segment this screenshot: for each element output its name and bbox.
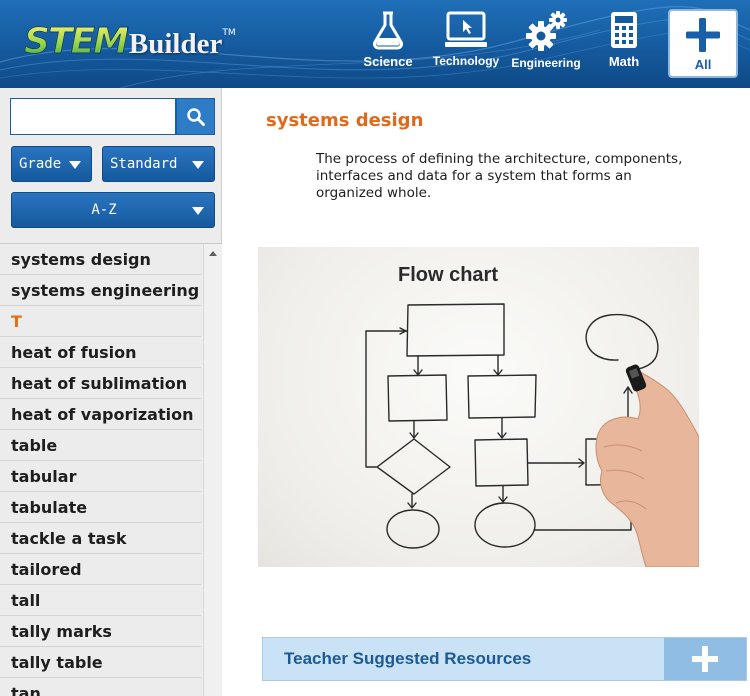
calculator-icon	[611, 12, 637, 48]
nav-science[interactable]: Science	[356, 10, 420, 76]
term-list-item[interactable]: table	[0, 430, 201, 461]
term-list-item[interactable]: systems design	[0, 244, 201, 275]
main-content: systems design The process of defining t…	[223, 88, 750, 696]
term-list-item[interactable]: heat of sublimation	[0, 368, 201, 399]
term-list-item[interactable]: systems engineering	[0, 275, 201, 306]
nav-all-label: All	[694, 57, 712, 72]
nav-technology[interactable]: Technology	[428, 10, 504, 76]
stem-builder-logo[interactable]: STEM Builder TM	[24, 18, 236, 62]
nav-math-label: Math	[608, 54, 640, 69]
term-list-item[interactable]: heat of vaporization	[0, 399, 201, 430]
term-list-item[interactable]: tally marks	[0, 616, 201, 647]
term-list-item[interactable]: tackle a task	[0, 523, 201, 554]
plus-icon	[692, 646, 718, 672]
plus-icon	[686, 18, 720, 52]
flowchart-drawing	[365, 303, 699, 567]
teacher-resources-panel[interactable]: Teacher Suggested Resources	[262, 637, 747, 681]
term-list-item[interactable]: tabulate	[0, 492, 201, 523]
nav-technology-label: Technology	[432, 54, 500, 68]
chevron-down-icon	[69, 161, 81, 169]
chevron-down-icon	[192, 207, 204, 215]
search-button[interactable]	[176, 98, 215, 135]
sort-dropdown-label: A-Z	[91, 202, 117, 218]
term-list-scrollbar[interactable]	[203, 244, 222, 696]
search-icon	[186, 107, 205, 126]
standard-dropdown[interactable]: Standard	[102, 146, 215, 182]
nav-science-label: Science	[363, 54, 413, 69]
logo-stem-text: STEM	[24, 21, 130, 62]
chevron-down-icon	[192, 161, 204, 169]
logo-builder-text: Builder	[128, 28, 223, 60]
search-input[interactable]	[10, 98, 176, 135]
term-list-item[interactable]: tabular	[0, 461, 201, 492]
term-definition: The process of defining the architecture…	[316, 151, 683, 201]
nav-math[interactable]: Math	[594, 10, 654, 76]
hand-illustration	[595, 364, 699, 567]
grade-dropdown-label: Grade	[19, 156, 62, 172]
computer-icon	[445, 11, 487, 47]
term-list-item[interactable]: tall	[0, 585, 201, 616]
standard-dropdown-label: Standard	[110, 156, 178, 172]
nav-engineering-label: Engineering	[511, 56, 581, 70]
term-list-item[interactable]: tan	[0, 678, 201, 696]
flask-icon	[373, 11, 403, 50]
logo-trademark: TM	[222, 28, 236, 38]
scroll-up-arrow-icon[interactable]	[209, 251, 217, 256]
letter-heading: T	[0, 306, 201, 337]
illustration-title: Flow chart	[397, 264, 498, 286]
nav-all[interactable]: All	[668, 9, 738, 78]
term-title: systems design	[266, 110, 424, 131]
grade-dropdown[interactable]: Grade	[11, 146, 92, 182]
sidebar: Grade Standard A-Z systems design system…	[0, 88, 222, 696]
gears-icon	[526, 11, 567, 51]
term-list-item[interactable]: heat of fusion	[0, 337, 201, 368]
nav-engineering[interactable]: Engineering	[510, 10, 582, 76]
term-list-item[interactable]: tailored	[0, 554, 201, 585]
app-header: STEM Builder TM Science Technology	[0, 0, 750, 88]
term-illustration: Flow chart	[258, 247, 699, 567]
teacher-resources-label: Teacher Suggested Resources	[284, 649, 532, 668]
term-list: systems design systems engineering T hea…	[0, 243, 222, 696]
term-list-item[interactable]: tally table	[0, 647, 201, 678]
sort-dropdown[interactable]: A-Z	[11, 192, 215, 228]
expand-resources-button[interactable]	[664, 638, 746, 680]
